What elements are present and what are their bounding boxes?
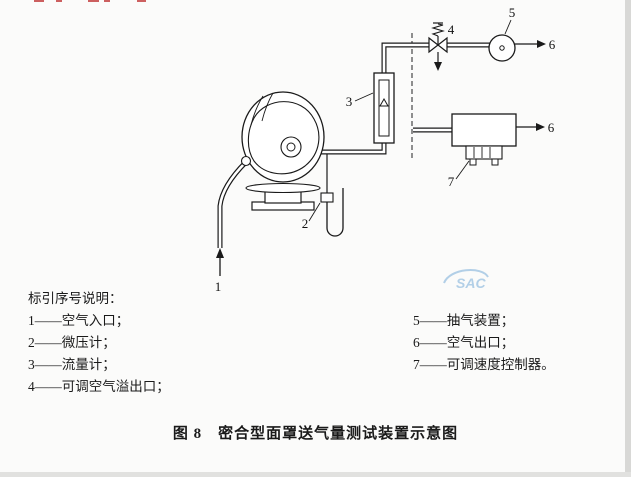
legend-item-6: 6——空气出口； (413, 335, 515, 350)
watermark-text: SAC (456, 275, 486, 291)
mask-eyepiece (280, 136, 302, 158)
manometer-fitting (320, 192, 334, 203)
valve-spring (431, 23, 445, 37)
apparatus-diagram: 1 2 3 4 5 6 6 7 SAC (34, 0, 556, 294)
page-edge-bottom (0, 472, 631, 477)
mask-facepiece-outline (247, 101, 320, 175)
label-6-side: 6 (548, 120, 555, 135)
flow-meter (373, 72, 395, 144)
legend-item-4: 4——可调空气溢出口； (28, 379, 170, 394)
label-3: 3 (346, 94, 353, 109)
label-6-top: 6 (549, 37, 556, 52)
pump-unit (451, 113, 545, 166)
legend-item-3: 3——流量计； (28, 357, 116, 372)
flow-meter-float (379, 97, 389, 107)
u-tube (326, 188, 344, 237)
page-edge-right (625, 0, 631, 477)
mask-headform (240, 91, 325, 211)
label-leader-lines (308, 19, 512, 222)
watermark-swoosh (443, 269, 489, 284)
speed-controller (465, 145, 503, 160)
label-5: 5 (509, 5, 516, 20)
controller-foot-right (491, 158, 499, 166)
legend-item-2: 2——微压计； (28, 335, 116, 350)
air-outlet-arrow-top (537, 40, 546, 48)
air-extraction-device (488, 34, 546, 62)
fan-hub (499, 45, 505, 51)
label-7: 7 (448, 174, 455, 189)
pump-box (451, 113, 517, 147)
label-2: 2 (302, 216, 309, 231)
mask-strap-lines (250, 92, 274, 126)
sac-watermark: SAC (443, 269, 489, 291)
stand-collar (245, 182, 321, 194)
mask-eyepiece-center (286, 142, 296, 152)
controller-foot-left (469, 158, 477, 166)
headform-head (241, 91, 325, 183)
pipes (217, 42, 490, 248)
label-4: 4 (448, 22, 455, 37)
legend-heading: 标引序号说明： (28, 291, 123, 306)
part-number-labels: 1 2 3 4 5 6 6 7 (215, 5, 556, 294)
legend-left-column: 1——空气入口； 2——微压计； 3——流量计； 4——可调空气溢出口； (28, 310, 170, 398)
adjustable-overflow-valve (428, 22, 448, 71)
overflow-arrow (434, 62, 442, 71)
micro-manometer (320, 188, 344, 237)
legend-item-5: 5——抽气装置； (413, 313, 515, 328)
page-edge-artifacts (34, 0, 146, 2)
mask-inlet-port (240, 155, 252, 167)
legend-item-7: 7——可调速度控制器。 (413, 357, 555, 372)
figure-caption: 图 8 密合型面罩送气量测试装置示意图 (172, 426, 459, 442)
legend-right-column: 5——抽气装置； 6——空气出口； 7——可调速度控制器。 (413, 310, 555, 376)
legend-item-1: 1——空气入口； (28, 313, 130, 328)
flow-meter-tube (378, 79, 390, 137)
air-outlet-arrow-side (536, 123, 545, 131)
label-1: 1 (215, 279, 222, 294)
air-inlet-arrow (216, 248, 224, 276)
